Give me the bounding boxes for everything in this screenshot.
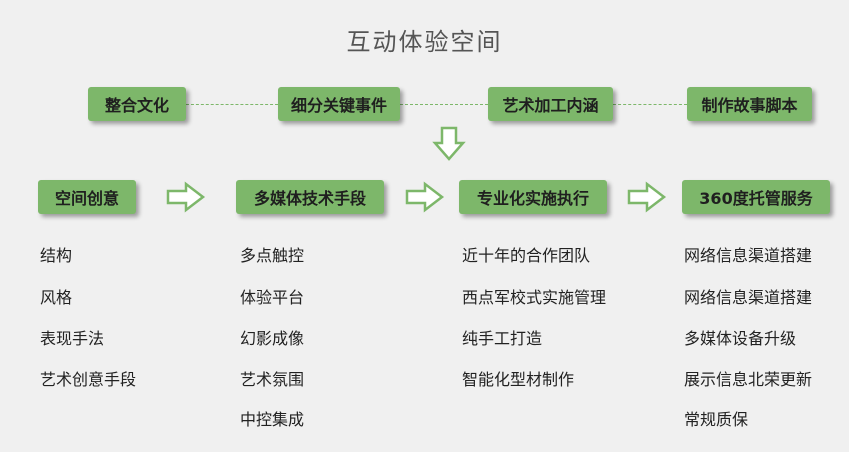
connector-line — [186, 104, 278, 105]
diagram-title: 互动体验空间 — [346, 28, 503, 56]
top-box-2: 细分关键事件 — [278, 87, 400, 121]
list-item: 智能化型材制作 — [462, 370, 575, 389]
list-item: 幻影成像 — [240, 329, 305, 348]
right-arrow-icon — [627, 181, 667, 213]
list-item: 体验平台 — [240, 288, 305, 307]
list-item: 艺术创意手段 — [40, 370, 137, 389]
top-box-1: 整合文化 — [88, 87, 186, 121]
list-item: 纯手工打造 — [462, 329, 543, 348]
top-box-4: 制作故事脚本 — [687, 87, 812, 121]
column-header-1: 空间创意 — [38, 180, 136, 214]
list-item: 多点触控 — [240, 246, 305, 265]
column-header-4: 360度托管服务 — [682, 180, 830, 214]
top-box-3: 艺术加工内涵 — [488, 87, 613, 121]
list-item: 网络信息渠道搭建 — [684, 246, 813, 265]
list-item: 结构 — [40, 246, 73, 265]
list-item: 近十年的合作团队 — [462, 246, 591, 265]
list-item: 展示信息北荣更新 — [684, 370, 813, 389]
list-item: 多媒体设备升级 — [684, 329, 797, 348]
list-item: 常规质保 — [684, 410, 749, 429]
connector-line — [400, 104, 488, 105]
column-header-3: 专业化实施执行 — [459, 180, 607, 214]
list-item: 风格 — [40, 288, 73, 307]
connector-line — [613, 104, 687, 105]
right-arrow-icon — [405, 181, 445, 213]
column-header-2: 多媒体技术手段 — [236, 180, 384, 214]
list-item: 网络信息渠道搭建 — [684, 288, 813, 307]
list-item: 中控集成 — [240, 410, 305, 429]
list-item: 西点军校式实施管理 — [462, 288, 607, 307]
right-arrow-icon — [166, 181, 206, 213]
list-item: 表现手法 — [40, 329, 105, 348]
down-arrow-icon — [432, 126, 466, 161]
list-item: 艺术氛围 — [240, 370, 305, 389]
